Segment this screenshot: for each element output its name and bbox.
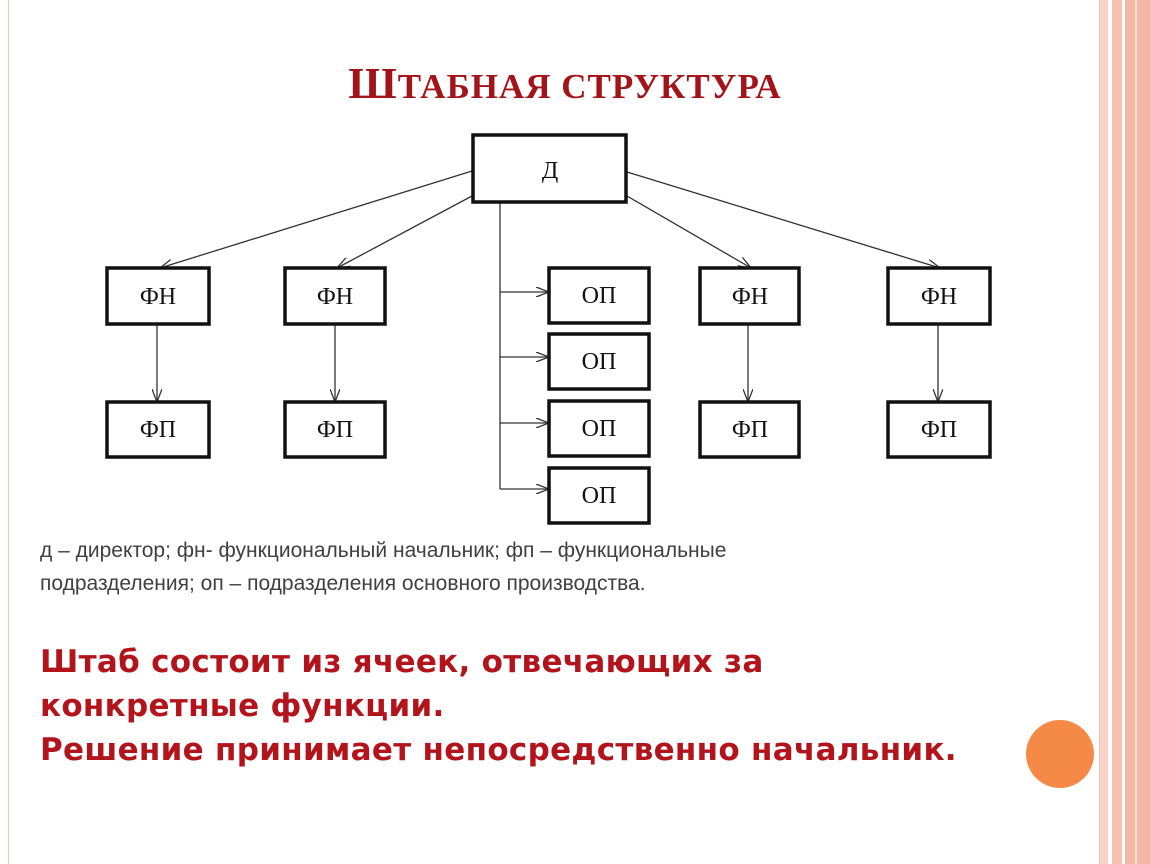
arrow-d-to-fn4 [626, 171, 940, 268]
accent-circle [1026, 720, 1094, 788]
label-op-2: ОП [582, 349, 617, 375]
label-op-1: ОП [582, 283, 617, 309]
label-op-3: ОП [582, 416, 617, 442]
box-op-1 [547, 266, 651, 325]
connectors [157, 170, 940, 489]
label-fp-1: ФП [140, 417, 176, 443]
box-op-2 [547, 332, 651, 391]
arrow-d-to-fn2 [337, 195, 473, 268]
border-stripe-6 [1135, 0, 1137, 864]
slide-title: ШТАБНАЯ СТРУКТУРА [0, 58, 1130, 109]
arrow-d-to-fn3 [626, 195, 751, 268]
border-stripe-5 [1125, 0, 1150, 864]
border-stripe-4 [1122, 0, 1125, 864]
label-fp-3: ФП [732, 417, 768, 443]
note-line-1: Штаб состоит из ячеек, отвечающих за [40, 644, 764, 680]
box-op-3 [547, 399, 651, 458]
title-rest: ТАБНАЯ СТРУКТУРА [397, 67, 782, 106]
label-fn-1: ФН [140, 284, 176, 310]
border-stripe-2 [1108, 0, 1112, 864]
label-op-4: ОП [582, 483, 617, 509]
box-fn-3 [698, 266, 801, 326]
box-fn-4 [886, 266, 992, 326]
border-stripe-1 [1100, 0, 1108, 864]
box-fn-2 [283, 266, 387, 326]
box-director [471, 133, 628, 204]
label-fn-4: ФН [921, 284, 957, 310]
label-fn-3: ФН [732, 284, 768, 310]
box-fp-3 [698, 400, 801, 459]
label-fp-2: ФП [317, 417, 353, 443]
arrow-d-to-fn1 [160, 170, 473, 268]
box-fn-1 [105, 266, 211, 326]
note-line-2: конкретные функции. [40, 688, 445, 724]
label-director: Д [542, 158, 558, 184]
note-line-3: Решение принимает непосредственно началь… [40, 732, 957, 768]
box-op-4 [547, 466, 651, 525]
diagram-legend: д – директор; фн- функциональный начальн… [40, 534, 1050, 600]
legend-line-1: д – директор; фн- функциональный начальн… [40, 539, 727, 562]
box-fp-2 [283, 400, 387, 459]
box-fp-1 [105, 400, 211, 459]
border-stripe-3 [1112, 0, 1122, 864]
label-fp-4: ФП [921, 417, 957, 443]
label-fn-2: ФН [317, 284, 353, 310]
legend-line-2: подразделения; оп – подразделения основн… [40, 572, 646, 595]
title-first-letter: Ш [348, 59, 398, 108]
box-fp-4 [886, 400, 992, 459]
conclusion-text: Штаб состоит из ячеек, отвечающих за кон… [40, 640, 1100, 772]
